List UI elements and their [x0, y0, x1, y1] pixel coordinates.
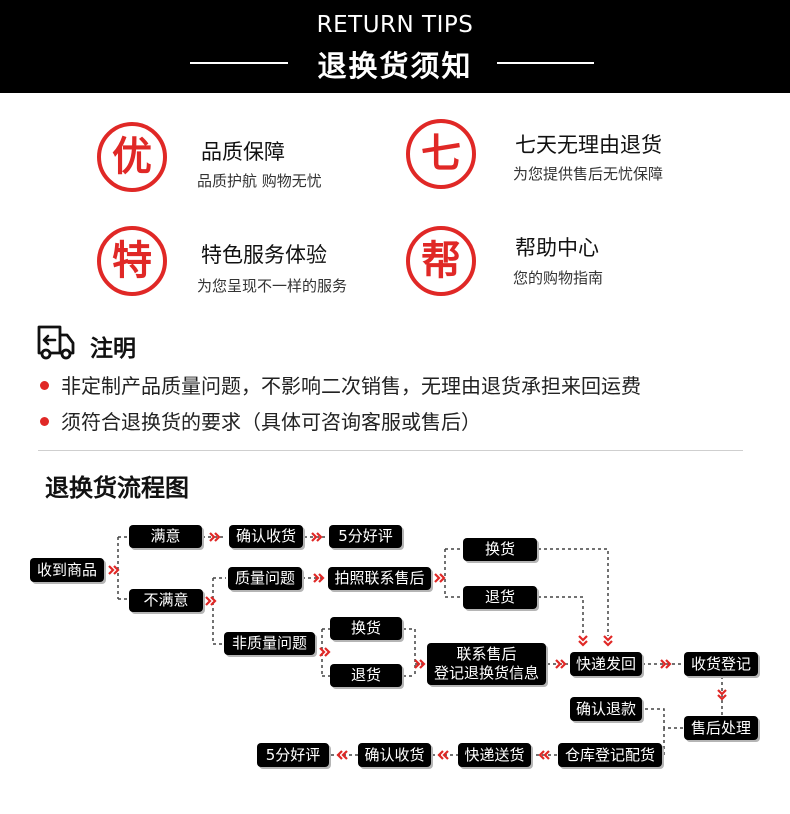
notice-title: 注明 — [90, 336, 136, 362]
feature-subtitle: 为您提供售后无忧保障 — [513, 165, 664, 183]
feature-subtitle: 为您呈现不一样的服务 — [197, 277, 348, 295]
flow-node-return: 退货 — [463, 586, 537, 609]
flow-node-line: 登记退换货信息 — [433, 664, 539, 682]
flow-node-confirm-receipt: 确认收货 — [358, 743, 431, 767]
flow-node-quality-issue: 质量问题 — [228, 567, 302, 590]
feature-title: 七天无理由退货 — [515, 133, 662, 157]
quality-badge-icon: 优 — [97, 122, 167, 192]
flow-node-unsatisfied: 不满意 — [129, 589, 203, 612]
flow-node-photo-contact: 拍照联系售后 — [328, 567, 431, 590]
flow-node-non-quality-issue: 非质量问题 — [224, 632, 315, 655]
feature-subtitle: 您的购物指南 — [513, 269, 604, 287]
flow-node-return: 退货 — [330, 664, 402, 687]
flow-node-five-star-review: 5分好评 — [257, 743, 329, 767]
flow-node-exchange: 换货 — [330, 617, 402, 640]
notice-item: 须符合退换货的要求（具体可咨询客服或售后） — [40, 406, 481, 435]
notice-item-text: 须符合退换货的要求（具体可咨询客服或售后） — [61, 410, 481, 434]
bullet-dot-icon — [40, 381, 49, 390]
feature-subtitle: 品质护航 购物无忧 — [197, 172, 322, 190]
delivery-truck-return-icon — [37, 325, 75, 360]
flow-node-confirm-refund: 确认退款 — [570, 697, 642, 721]
feature-title: 帮助中心 — [515, 236, 599, 260]
flow-node-satisfied: 满意 — [129, 525, 202, 548]
header-title-zh: 退换货须知 — [317, 49, 473, 83]
flow-node-exchange: 换货 — [463, 538, 537, 561]
bullet-dot-icon — [40, 417, 49, 426]
flow-node-contact-aftersale: 联系售后 登记退换货信息 — [427, 643, 546, 685]
header-rule-right — [497, 62, 594, 64]
header-title-en: RETURN TIPS — [316, 12, 474, 38]
flow-node-express-back: 快递发回 — [570, 652, 642, 676]
flow-node-line: 联系售后 — [456, 645, 517, 664]
header-banner: RETURN TIPS 退换货须知 — [0, 0, 790, 93]
flow-node-aftersale-processing: 售后处理 — [684, 716, 758, 740]
special-badge-icon: 特 — [97, 226, 167, 296]
seven-badge-icon: 七 — [406, 119, 476, 189]
flow-node-confirm-receipt: 确认收货 — [229, 525, 303, 548]
flow-node-five-star-review: 5分好评 — [329, 525, 402, 548]
feature-title: 品质保障 — [201, 140, 285, 164]
flow-node-receive: 收到商品 — [30, 558, 104, 582]
notice-item: 非定制产品质量问题，不影响二次销售，无理由退货承担来回运费 — [40, 370, 641, 399]
flow-node-warehouse-dispatch: 仓库登记配货 — [558, 743, 662, 767]
help-badge-icon: 帮 — [406, 226, 476, 296]
feature-title: 特色服务体验 — [201, 243, 327, 267]
section-divider — [38, 450, 743, 451]
header-rule-left — [190, 62, 288, 64]
flow-title: 退换货流程图 — [45, 474, 189, 502]
flow-node-express-delivery: 快递送货 — [458, 743, 531, 767]
flow-node-receipt-registration: 收货登记 — [684, 652, 758, 676]
notice-item-text: 非定制产品质量问题，不影响二次销售，无理由退货承担来回运费 — [61, 374, 641, 398]
notice-header: 注明 — [36, 323, 336, 363]
